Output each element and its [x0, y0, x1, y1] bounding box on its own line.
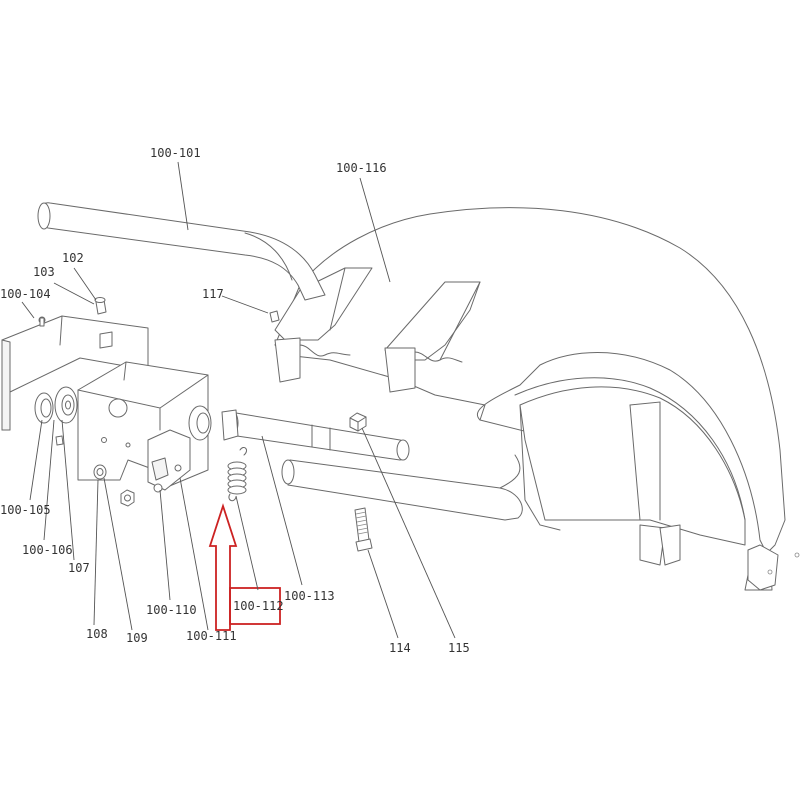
callout-100-112: 100-112 — [233, 599, 284, 613]
part-102-103-screw — [94, 297, 113, 349]
part-100-113-axle-tube — [225, 410, 523, 521]
part-115-square-nut — [349, 412, 367, 432]
callout-labels: 100-101 100-116 102 103 100-104 117 100-… — [0, 146, 470, 655]
highlight-marker — [208, 503, 281, 631]
part-100-105-bushing — [34, 392, 54, 424]
callout-100-116: 100-116 — [336, 161, 387, 175]
part-117-screw — [269, 310, 280, 323]
part-114-bolt — [354, 507, 373, 552]
callout-107: 107 — [68, 561, 90, 575]
callout-117: 117 — [202, 287, 224, 301]
callout-100-106: 100-106 — [22, 543, 73, 557]
callout-100-101: 100-101 — [150, 146, 201, 160]
part-collar — [188, 405, 239, 441]
part-100-112-spring — [227, 447, 247, 502]
part-100-106-bearing — [54, 386, 78, 424]
callout-100-113: 100-113 — [284, 589, 335, 603]
highlight-box — [229, 587, 281, 625]
callout-100-104: 100-104 — [0, 287, 51, 301]
callout-100-111: 100-111 — [186, 629, 237, 643]
callout-103: 103 — [33, 265, 55, 279]
part-107-pin — [55, 435, 64, 446]
callout-109: 109 — [126, 631, 148, 645]
callout-114: 114 — [389, 641, 411, 655]
up-arrow-icon — [208, 503, 238, 631]
callout-100-105: 100-105 — [0, 503, 51, 517]
callout-102: 102 — [62, 251, 84, 265]
part-108-knob — [93, 464, 107, 480]
callout-115: 115 — [448, 641, 470, 655]
part-109-nut — [120, 489, 135, 507]
callout-100-110: 100-110 — [146, 603, 197, 617]
leader-lines — [21, 161, 456, 639]
part-100-111-gear-housing — [77, 361, 209, 493]
part-100-116-shroud — [274, 207, 800, 591]
part-100-101-handle-bar — [37, 202, 326, 301]
callout-108: 108 — [86, 627, 108, 641]
